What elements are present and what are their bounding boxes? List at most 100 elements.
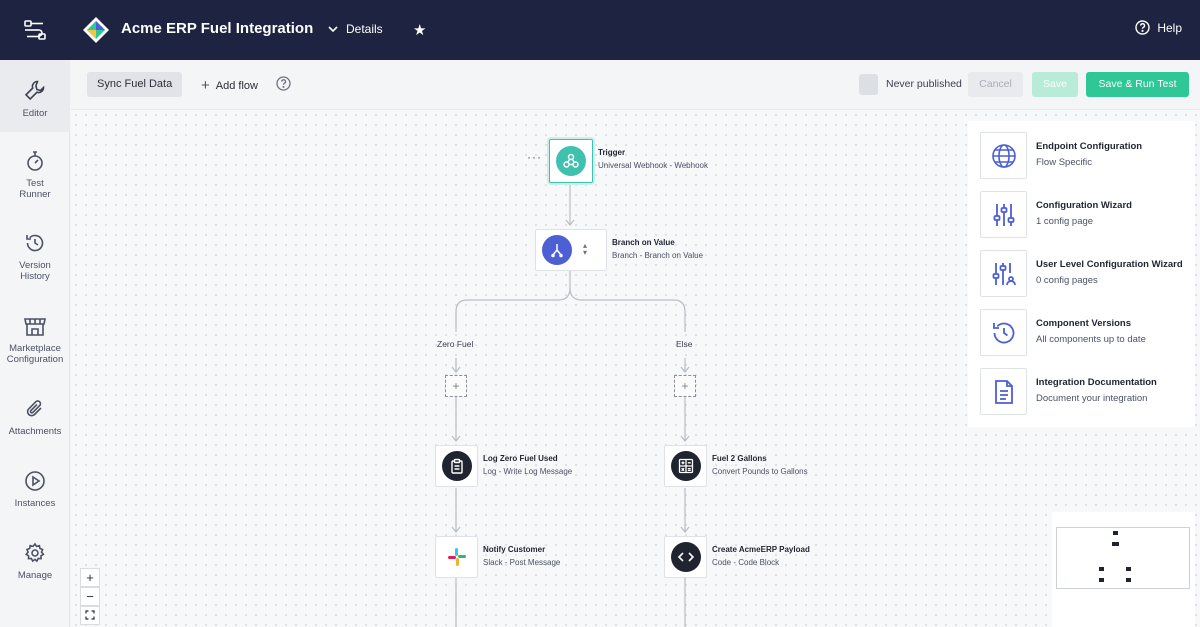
flow-tab-sync-fuel-data[interactable]: Sync Fuel Data <box>87 72 183 97</box>
trigger-subtitle: Universal Webhook - Webhook <box>598 161 708 170</box>
config-item-endpoint[interactable]: Endpoint Configuration Flow Specific <box>980 132 1190 180</box>
notify-customer-node[interactable] <box>435 536 478 578</box>
sliders-icon <box>980 191 1027 238</box>
branch-node[interactable]: ▴▾ <box>535 229 607 271</box>
fit-view-icon <box>85 610 95 620</box>
more-options-icon[interactable]: ··· <box>527 150 542 164</box>
app-logo-icon <box>83 17 109 43</box>
stopwatch-icon <box>27 151 43 171</box>
wrench-icon <box>24 80 45 101</box>
add-step-placeholder-right[interactable]: + <box>674 375 696 397</box>
minimap-viewport <box>1056 527 1190 589</box>
canvas-minimap[interactable] <box>1052 512 1195 627</box>
config-item-component-versions[interactable]: Component Versions All components up to … <box>980 309 1190 357</box>
config-item-subtitle: All components up to date <box>1036 334 1146 345</box>
details-dropdown[interactable]: Details <box>328 22 383 36</box>
publish-status-indicator <box>859 74 878 95</box>
config-item-title: Integration Documentation <box>1036 377 1157 388</box>
config-item-subtitle: 1 config page <box>1036 216 1094 227</box>
sidebar-item-manage[interactable]: Manage <box>0 542 70 581</box>
document-icon <box>980 368 1027 415</box>
code-icon <box>671 542 701 572</box>
calculator-icon <box>671 451 701 481</box>
left-sidebar: Editor Test Runner Version History Marke… <box>0 60 70 627</box>
sidebar-item-instances[interactable]: Instances <box>0 470 70 509</box>
step-subtitle: Slack - Post Message <box>483 558 561 567</box>
step-title: Log Zero Fuel Used <box>483 454 558 463</box>
config-item-subtitle: 0 config pages <box>1036 275 1098 286</box>
trigger-title: Trigger <box>598 148 626 157</box>
home-button[interactable] <box>0 0 70 60</box>
branch-label-else: Else <box>676 339 693 349</box>
sidebar-item-label: Editor <box>22 108 48 119</box>
webhook-icon <box>556 146 586 176</box>
play-circle-icon <box>25 471 45 491</box>
config-item-title: Component Versions <box>1036 318 1132 329</box>
step-title: Notify Customer <box>483 545 546 554</box>
step-subtitle: Code - Code Block <box>712 558 780 567</box>
history-icon <box>26 234 44 252</box>
flow-switch-icon <box>24 20 46 40</box>
sidebar-item-label: Instances <box>14 498 56 509</box>
minimap-node <box>1126 567 1131 571</box>
sidebar-item-attachments[interactable]: Attachments <box>0 398 70 437</box>
minimap-node <box>1099 578 1104 582</box>
top-bar <box>0 0 1200 60</box>
slack-icon <box>442 542 472 572</box>
config-item-configuration-wizard[interactable]: Configuration Wizard 1 config page <box>980 191 1190 239</box>
details-label: Details <box>346 22 383 36</box>
gear-icon <box>24 542 45 563</box>
publish-status-text: Never published <box>886 78 962 90</box>
editor-toolbar: Sync Fuel Data + Add flow Never publishe… <box>71 60 1200 110</box>
storefront-icon <box>24 318 46 336</box>
sidebar-item-label: Marketplace Configuration <box>6 343 64 365</box>
minimap-node <box>1113 531 1118 535</box>
trigger-node[interactable] <box>549 139 593 183</box>
add-flow-label: Add flow <box>215 79 258 92</box>
branch-subtitle: Branch - Branch on Value <box>612 251 704 260</box>
zoom-in-button[interactable]: + <box>80 568 100 587</box>
fit-view-button[interactable] <box>80 606 100 625</box>
step-title: Fuel 2 Gallons <box>712 454 767 463</box>
step-title: Create AcmeERP Payload <box>712 545 810 554</box>
sidebar-item-test-runner[interactable]: Test Runner <box>0 150 70 200</box>
log-zero-fuel-node[interactable] <box>435 445 478 487</box>
help-button[interactable]: Help <box>1135 20 1182 35</box>
branch-title: Branch on Value <box>612 238 675 247</box>
sidebar-item-marketplace[interactable]: Marketplace Configuration <box>0 315 70 365</box>
sidebar-item-version-history[interactable]: Version History <box>0 232 70 282</box>
minimap-node <box>1126 578 1131 582</box>
plus-icon: + <box>201 77 210 94</box>
sidebar-item-label: Manage <box>17 570 53 581</box>
star-icon[interactable]: ★ <box>413 22 427 39</box>
history-icon <box>980 309 1027 356</box>
paperclip-icon <box>26 400 42 417</box>
config-item-title: Endpoint Configuration <box>1036 141 1143 152</box>
chevron-down-icon <box>328 22 338 36</box>
config-item-subtitle: Document your integration <box>1036 393 1148 404</box>
minimap-node <box>1112 542 1119 546</box>
zoom-out-button[interactable]: − <box>80 587 100 606</box>
create-acmeerp-payload-node[interactable] <box>664 536 707 578</box>
fuel-2-gallons-node[interactable] <box>664 445 707 487</box>
add-step-placeholder-left[interactable]: + <box>445 375 467 397</box>
sidebar-item-label: Test Runner <box>19 178 51 200</box>
configuration-panel: Endpoint Configuration Flow Specific Con… <box>968 121 1195 427</box>
save-button[interactable]: Save <box>1032 72 1078 97</box>
sidebar-item-editor[interactable]: Editor <box>0 60 70 132</box>
config-item-title: Configuration Wizard <box>1036 200 1132 211</box>
help-circle-icon <box>1135 20 1151 35</box>
config-item-integration-documentation[interactable]: Integration Documentation Document your … <box>980 368 1190 416</box>
add-flow-button[interactable]: + Add flow <box>201 77 258 94</box>
flow-connectors <box>451 183 690 627</box>
sidebar-item-label: Version History <box>19 260 51 282</box>
config-item-user-level-wizard[interactable]: User Level Configuration Wizard 0 config… <box>980 250 1190 298</box>
question-circle-icon[interactable] <box>276 76 291 91</box>
clipboard-icon <box>442 451 472 481</box>
sidebar-item-label: Attachments <box>8 426 62 437</box>
integration-title: Acme ERP Fuel Integration <box>121 20 314 37</box>
config-item-title: User Level Configuration Wizard <box>1036 259 1183 270</box>
save-and-run-test-button[interactable]: Save & Run Test <box>1086 72 1189 97</box>
branch-sort-icon[interactable]: ▴▾ <box>583 241 588 257</box>
cancel-button[interactable]: Cancel <box>968 72 1023 97</box>
